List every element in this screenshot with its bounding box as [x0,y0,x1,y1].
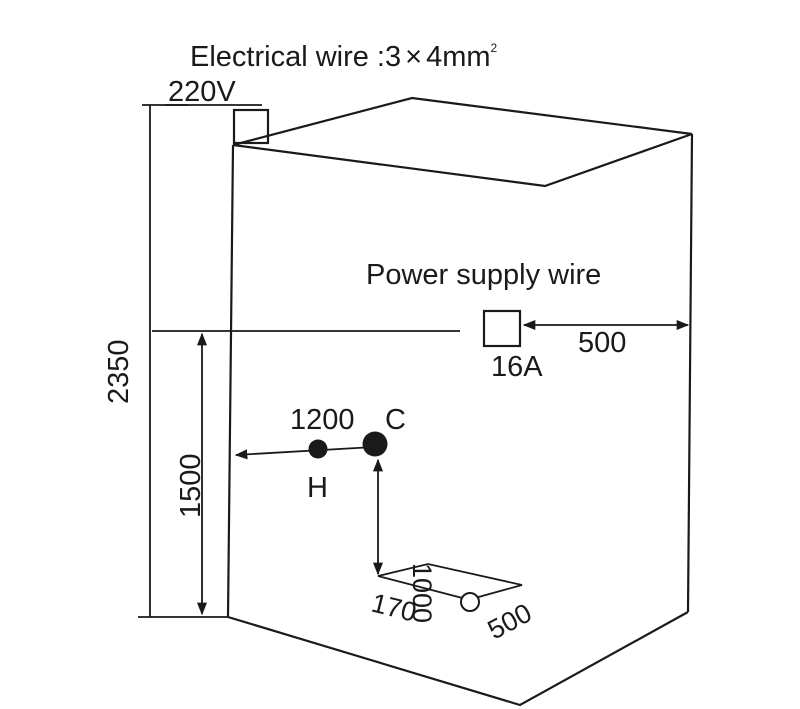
pipe-width-label: 1200 [290,404,355,436]
electrical-box [232,108,270,145]
power-supply-label: Power supply wire [366,259,601,291]
height-1000-label: 1000 [407,563,437,623]
right-wall-edge [686,133,694,613]
cold-label: C [385,404,406,436]
ceiling-outline [232,96,693,188]
breaker-label: 16A [491,351,543,383]
dimension-2350 [138,104,228,618]
room-box [226,96,694,707]
hot-label: H [307,472,328,504]
dimension-1200-arrow [234,446,375,460]
cold-water-pipe [362,431,388,457]
floor-drain [460,592,480,612]
drain-depth-label: 500 [483,598,537,646]
electrical-wire-label: Electrical wire :3×4mm2 [190,41,498,73]
socket-box [482,309,522,348]
floor-drain-area [377,563,523,599]
drain-guide-line [377,575,471,601]
left-wall-edge [226,144,235,618]
height-2350-label: 2350 [103,339,135,404]
height-1500-label: 1500 [175,453,207,518]
hot-water-pipe [308,439,328,459]
voltage-label: 220V [168,76,236,108]
floor-outline [227,611,689,707]
socket-distance-label: 500 [578,327,626,359]
